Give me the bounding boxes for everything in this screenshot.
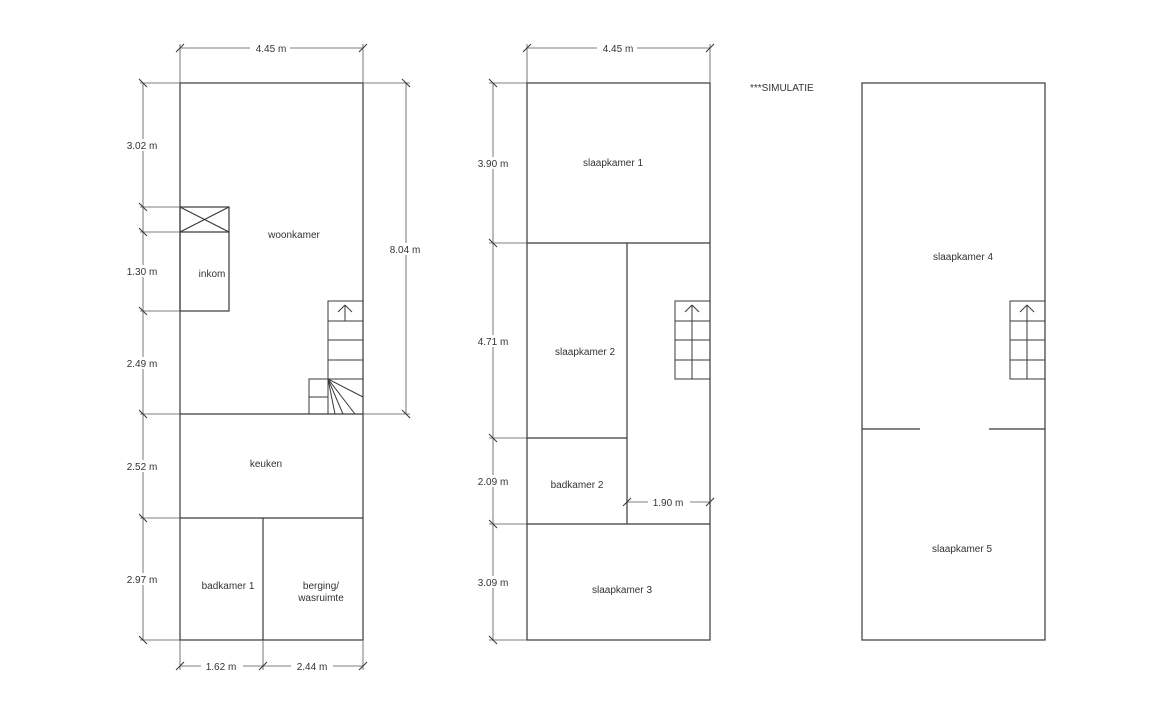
floor-1-plan: woonkamer inkom keuken badkamer 1 bergin… <box>122 42 428 673</box>
dim-bottom-left-floor-1: 1.62 m <box>206 662 237 673</box>
dim-total-floor-1: 8.04 m <box>390 245 421 256</box>
dimension-top-floor-2: 4.45 m <box>522 42 715 83</box>
room-slaapkamer-4: slaapkamer 4 <box>933 252 993 263</box>
dim-h2-floor-1: 1.30 m <box>127 267 158 278</box>
staircase-floor-1 <box>308 300 364 415</box>
dimension-bottom-floor-1: 1.62 m 2.44 m <box>175 640 368 673</box>
room-slaapkamer-1: slaapkamer 1 <box>583 158 643 169</box>
floor-1-outline <box>179 82 364 641</box>
dim-h3-floor-2: 2.09 m <box>478 477 509 488</box>
dim-bottom-right-floor-1: 2.44 m <box>297 662 328 673</box>
dimension-left-floor-2: 3.90 m 4.71 m 2.09 m 3.09 m <box>472 78 527 645</box>
dim-h1-floor-2: 3.90 m <box>478 159 509 170</box>
room-slaapkamer-3: slaapkamer 3 <box>592 585 652 596</box>
dimension-right-floor-1: 8.04 m <box>363 78 428 419</box>
floor-2-plan: slaapkamer 1 slaapkamer 2 badkamer 2 sla… <box>472 42 715 645</box>
dim-h5-floor-1: 2.97 m <box>127 575 158 586</box>
dim-width-top-floor-1: 4.45 m <box>256 44 287 55</box>
dim-h4-floor-2: 3.09 m <box>478 578 509 589</box>
staircase-floor-3 <box>1009 300 1046 380</box>
room-badkamer-2: badkamer 2 <box>551 480 604 491</box>
room-berging-line-1: berging/ <box>303 581 339 592</box>
room-keuken: keuken <box>250 459 282 470</box>
dimension-left-floor-1: 3.02 m 1.30 m 2.49 m 2.52 m 2.97 m <box>122 78 180 645</box>
room-slaapkamer-5: slaapkamer 5 <box>932 544 992 555</box>
dimension-top-floor-1: 4.45 m <box>175 42 368 83</box>
dim-inner-floor-2: 1.90 m <box>653 498 684 509</box>
floor-3-outline <box>861 82 1046 641</box>
room-slaapkamer-2: slaapkamer 2 <box>555 347 615 358</box>
dim-width-top-floor-2: 4.45 m <box>603 44 634 55</box>
floor-3-plan: slaapkamer 4 slaapkamer 5 <box>861 82 1046 641</box>
inkom-box <box>179 206 230 312</box>
dim-h3-floor-1: 2.49 m <box>127 359 158 370</box>
simulation-note: ***SIMULATIE <box>750 83 814 94</box>
dim-h1-floor-1: 3.02 m <box>127 141 158 152</box>
room-berging-line-2: wasruimte <box>297 593 344 604</box>
room-badkamer-1: badkamer 1 <box>202 581 255 592</box>
room-inkom: inkom <box>199 269 226 280</box>
dim-h4-floor-1: 2.52 m <box>127 462 158 473</box>
dimension-inner-floor-2: 1.90 m <box>622 496 715 509</box>
dim-h2-floor-2: 4.71 m <box>478 337 509 348</box>
cross-line-2 <box>179 206 230 233</box>
staircase-floor-2 <box>674 300 711 380</box>
room-woonkamer: woonkamer <box>267 230 320 241</box>
